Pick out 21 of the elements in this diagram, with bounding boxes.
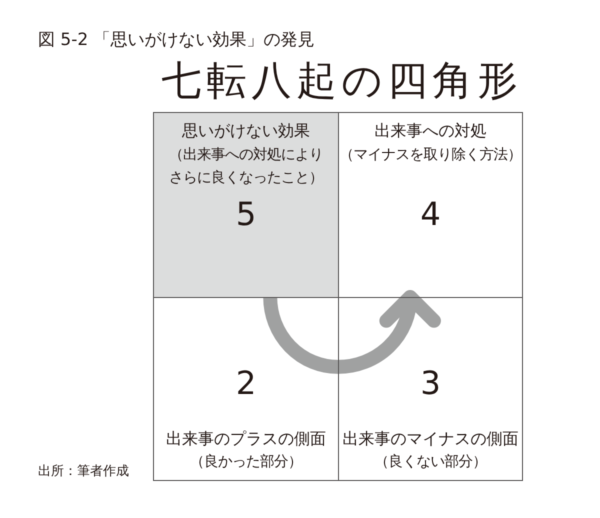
- quadrant-description: （マイナスを取り除く方法）: [340, 146, 522, 165]
- quadrant-description: （出来事への対処によりさらに良くなったこと）: [168, 146, 324, 188]
- quadrant-box: [338, 297, 523, 481]
- quadrant-box: [153, 112, 339, 298]
- quadrant-number: 5: [236, 196, 256, 232]
- quadrant-heading: 出来事のプラスの側面: [166, 428, 326, 450]
- quadrant-description: （良くない部分）: [374, 452, 486, 472]
- quadrant-description: （良かった部分）: [190, 452, 302, 472]
- quadrant-heading: 出来事への対処: [374, 120, 486, 142]
- quadrant-number: 2: [236, 365, 256, 401]
- diagram-title: 七転八起の四角形: [162, 58, 522, 104]
- quadrant-heading: 出来事のマイナスの側面: [342, 428, 518, 450]
- quadrant-number: 3: [420, 365, 441, 401]
- quadrant-number: 4: [420, 196, 441, 232]
- source-note: 出所：筆者作成: [38, 463, 129, 480]
- figure-caption: 図 5-2 「思いがけない効果」の発見: [38, 29, 315, 51]
- curved-arrow: [338, 290, 440, 374]
- curved-line: [263, 296, 338, 374]
- quadrant-box: [153, 297, 339, 481]
- quadrant-box: [338, 112, 523, 298]
- quadrant-heading: 思いがけない効果: [182, 120, 310, 142]
